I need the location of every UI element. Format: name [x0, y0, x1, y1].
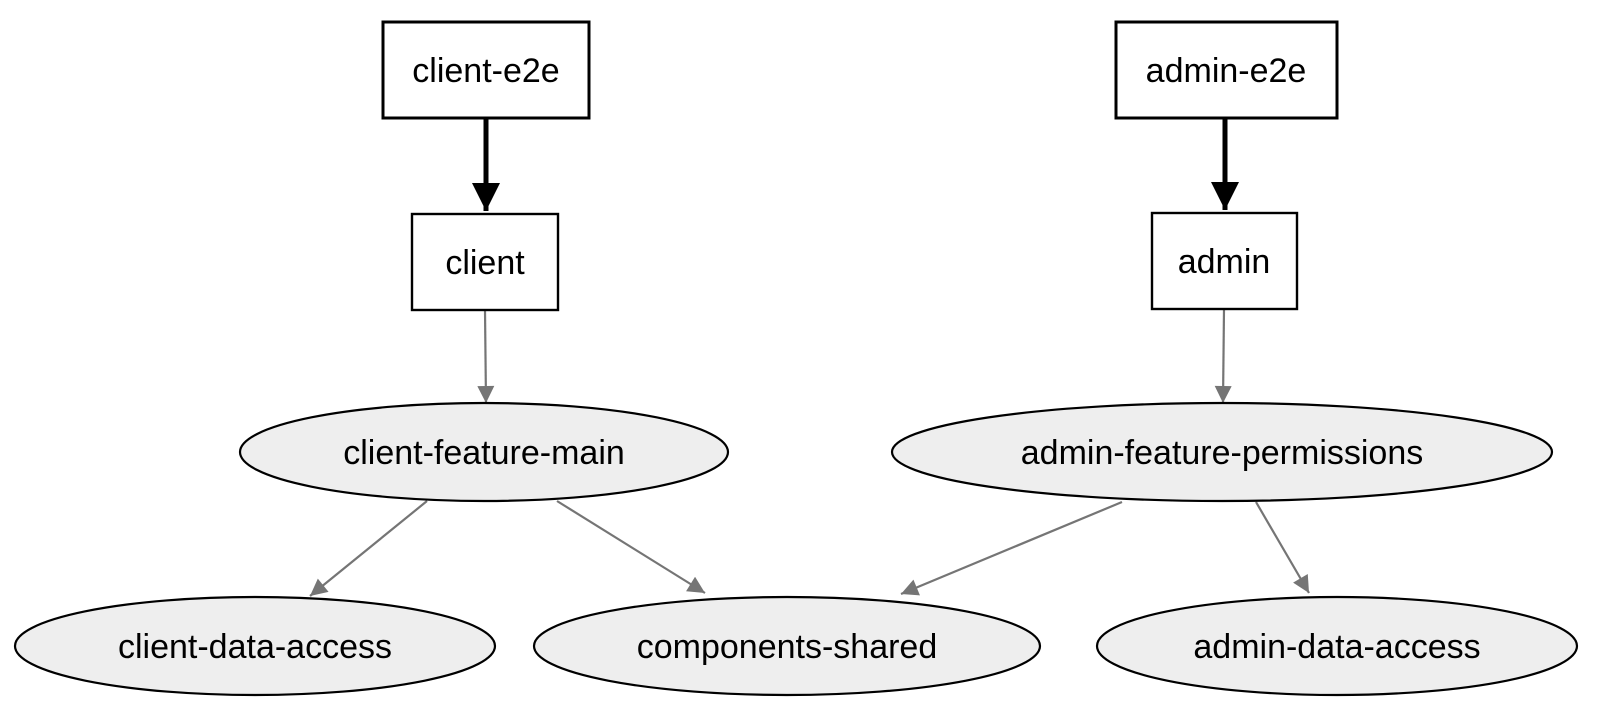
node-label: client-e2e: [412, 52, 559, 90]
graph-node-admin-feature-permissions: admin-feature-permissions: [890, 401, 1554, 503]
edge-client-feature-main-to-components-shared: [556, 500, 706, 594]
node-label: components-shared: [637, 628, 938, 666]
node-label: admin: [1178, 243, 1271, 281]
edge-admin-feature-permissions-to-admin-data-access: [1255, 501, 1310, 594]
node-ellipse: [238, 401, 730, 503]
node-label: admin-feature-permissions: [1021, 434, 1424, 472]
node-rect: [1114, 20, 1339, 120]
graph-node-client-data-access: client-data-access: [13, 595, 497, 697]
node-rect: [1150, 211, 1299, 311]
node-ellipse: [13, 595, 497, 697]
node-ellipse: [1095, 595, 1579, 697]
graph-node-admin-e2e: admin-e2e: [1114, 20, 1339, 120]
node-ellipse: [890, 401, 1554, 503]
node-label: client-data-access: [118, 628, 392, 666]
edge-admin-feature-permissions-to-components-shared: [900, 500, 1123, 596]
node-label: admin-e2e: [1146, 52, 1307, 90]
graph-node-admin: admin: [1150, 211, 1299, 311]
node-label: admin-data-access: [1193, 628, 1480, 666]
graph-node-client-feature-main: client-feature-main: [238, 401, 730, 503]
node-label: client-feature-main: [343, 434, 625, 472]
node-rect: [381, 20, 591, 120]
node-rect: [410, 212, 560, 312]
graph-node-client: client: [410, 212, 560, 312]
edge-client-to-client-feature-main: [477, 309, 495, 404]
node-ellipse: [532, 595, 1042, 697]
edge-admin-to-admin-feature-permissions: [1214, 308, 1232, 404]
node-label: client: [445, 244, 525, 282]
graph-node-admin-data-access: admin-data-access: [1095, 595, 1579, 697]
graph-node-client-e2e: client-e2e: [381, 20, 591, 120]
graph-node-components-shared: components-shared: [532, 595, 1042, 697]
edge-client-feature-main-to-client-data-access: [309, 500, 428, 597]
